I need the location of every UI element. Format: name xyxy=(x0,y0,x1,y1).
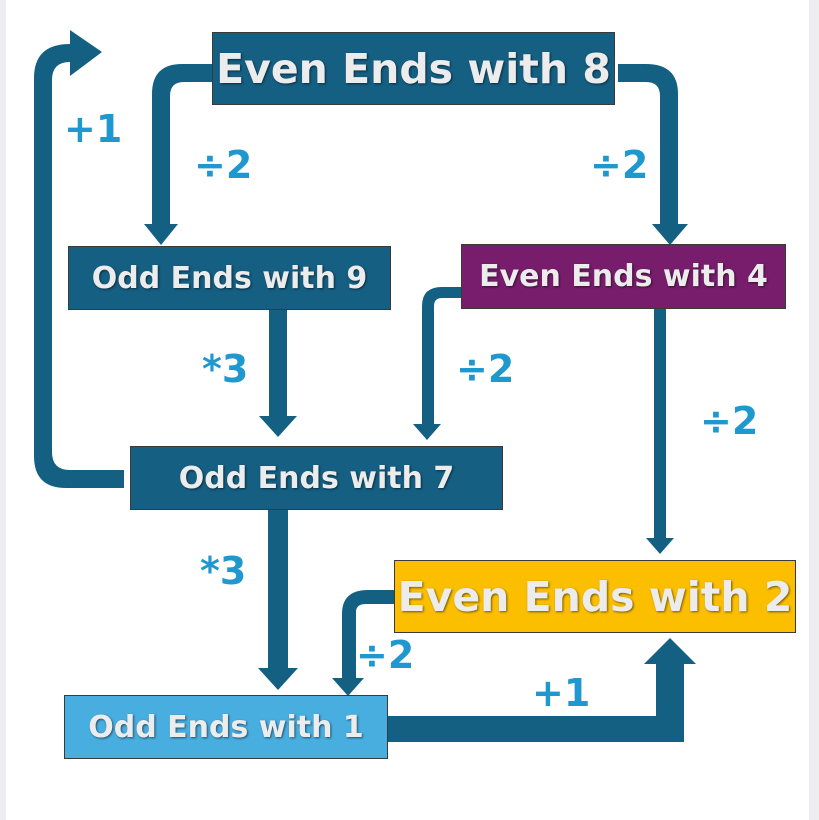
arrow-even8-to-odd9 xyxy=(144,64,212,245)
node-even-ends-with-4: Even Ends with 4 xyxy=(461,244,786,309)
arrow-odd7-to-odd1 xyxy=(258,508,298,690)
arrow-even2-to-odd1 xyxy=(332,590,394,696)
label-even4-to-even2: ÷2 xyxy=(700,399,759,443)
label-even2-to-odd1: ÷2 xyxy=(356,633,415,677)
node-even-ends-with-8: Even Ends with 8 xyxy=(212,32,615,105)
node-even-ends-with-2: Even Ends with 2 xyxy=(394,560,796,633)
label-even8-to-odd9: ÷2 xyxy=(194,143,253,187)
label-odd1-to-even2: +1 xyxy=(532,671,591,715)
node-odd-ends-with-1: Odd Ends with 1 xyxy=(64,695,388,759)
arrow-odd7-to-even8 xyxy=(34,30,124,488)
diagram-canvas: Even Ends with 8 Odd Ends with 9 Even En… xyxy=(6,0,809,820)
node-odd-ends-with-9: Odd Ends with 9 xyxy=(68,246,391,310)
label-odd7-to-odd1: *3 xyxy=(200,549,247,593)
arrow-odd9-to-odd7 xyxy=(259,308,297,437)
arrow-even8-to-even4 xyxy=(618,64,688,245)
node-odd-ends-with-7: Odd Ends with 7 xyxy=(130,446,503,510)
label-odd7-to-even8: +1 xyxy=(64,107,123,151)
label-even8-to-even4: ÷2 xyxy=(590,143,649,187)
label-even4-to-odd7: ÷2 xyxy=(456,347,515,391)
arrow-even4-to-odd7 xyxy=(413,287,461,440)
label-odd9-to-odd7: *3 xyxy=(202,347,249,391)
arrow-even4-to-even2 xyxy=(646,308,674,554)
arrow-odd1-to-even2 xyxy=(388,638,696,742)
arrows-layer xyxy=(34,30,696,742)
